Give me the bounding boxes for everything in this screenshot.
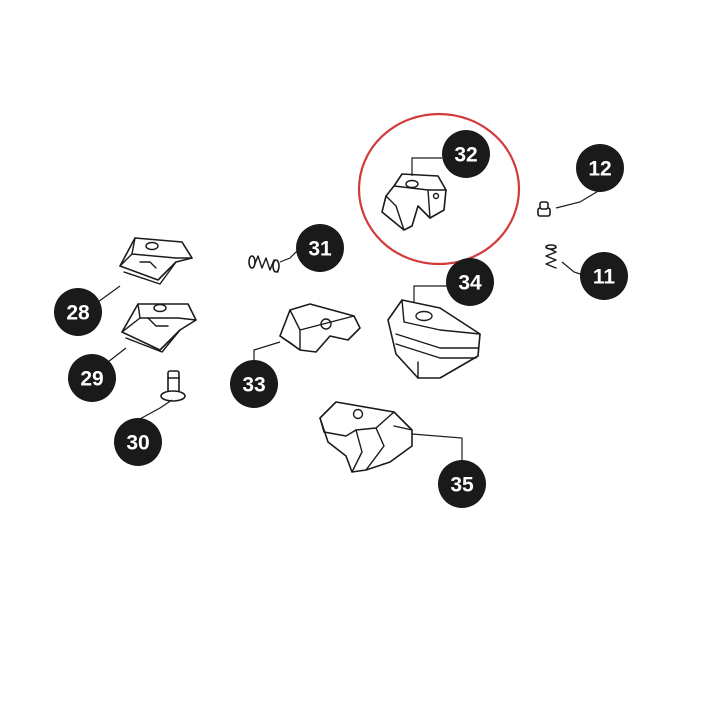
callout-badge-33[interactable]: 33 [230, 360, 278, 408]
part-33-drawing[interactable] [279, 303, 361, 353]
part-11-drawing[interactable] [545, 244, 557, 269]
callout-badge-28[interactable]: 28 [54, 288, 102, 336]
part-34-drawing[interactable] [387, 299, 481, 379]
callout-label-28: 28 [66, 302, 90, 325]
callout-label-31: 31 [308, 238, 332, 261]
callout-label-34: 34 [458, 272, 482, 295]
part-28-drawing[interactable] [119, 237, 193, 285]
callout-badge-35[interactable]: 35 [438, 460, 486, 508]
part-35-leader [411, 433, 463, 470]
callout-label-12: 12 [588, 158, 611, 181]
part-35-drawing[interactable] [319, 401, 413, 473]
callout-badge-34[interactable]: 34 [446, 258, 494, 306]
callout-badge-31[interactable]: 31 [296, 224, 344, 272]
part-12-drawing[interactable] [537, 201, 551, 217]
callout-label-29: 29 [80, 368, 103, 391]
part-29-drawing[interactable] [121, 303, 197, 353]
part-30-drawing[interactable] [160, 370, 186, 402]
part-31-leader [279, 249, 299, 263]
callout-label-30: 30 [126, 432, 149, 455]
part-12-leader [555, 189, 601, 209]
callout-badge-30[interactable]: 30 [114, 418, 162, 466]
callout-badge-29[interactable]: 29 [68, 354, 116, 402]
callout-badge-32[interactable]: 32 [442, 130, 490, 178]
part-31-drawing[interactable] [248, 255, 280, 273]
callout-label-11: 11 [593, 266, 616, 289]
part-34-leader [413, 285, 450, 302]
highlight-ring-part-32 [357, 112, 521, 266]
part-32-leader [411, 157, 442, 176]
callout-badge-11[interactable]: 11 [580, 252, 628, 300]
callout-label-32: 32 [454, 144, 477, 167]
part-32-drawing[interactable] [381, 173, 447, 231]
callout-badge-12[interactable]: 12 [576, 144, 624, 192]
callout-label-33: 33 [242, 374, 265, 397]
callout-label-35: 35 [450, 474, 474, 497]
part-30-leader [137, 399, 173, 421]
